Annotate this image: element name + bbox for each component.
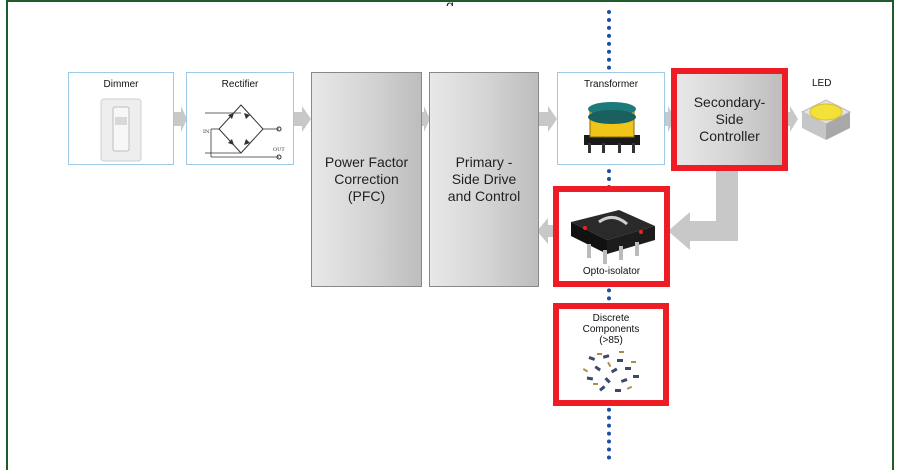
opto-isolator-highlight: Opto-isolator [553, 186, 670, 287]
rectifier-label: Rectifier [221, 79, 259, 90]
rectifier-in-label: IN [203, 129, 210, 135]
led-icon [800, 99, 852, 140]
transformer-label: Transformer [583, 79, 639, 90]
arrow-secondary-opto [668, 168, 738, 250]
pfc-line2: Correction [334, 171, 399, 187]
primary-line2: Side Drive [451, 171, 517, 187]
pfc-line3: (PFC) [347, 188, 386, 204]
discrete-components-label: Discrete Components (>85) [559, 313, 663, 346]
discrete-line3: (>85) [599, 335, 623, 346]
discrete-components-icon [582, 351, 639, 392]
dimmer-block: Dimmer [68, 72, 174, 165]
arrow-primary-transformer [538, 106, 557, 132]
dimmer-switch-icon [100, 98, 142, 162]
rectifier-out-label: OUT [273, 147, 285, 153]
opto-isolator-chip-icon [571, 210, 655, 264]
discrete-line1: Discrete [592, 313, 630, 324]
transformer-icon [584, 102, 640, 153]
pfc-line1: Power Factor [324, 154, 409, 170]
clipped-title: g [0, 0, 900, 6]
arrow-pfc-primary [420, 106, 430, 132]
secondary-controller-highlight: Secondary- Side Controller [671, 68, 788, 171]
rectifier-block: Rectifier IN OUT [186, 72, 294, 165]
pfc-block: Power Factor Correction (PFC) [311, 72, 422, 287]
bridge-rectifier-icon: IN OUT [203, 104, 285, 160]
arrow-transformer-secondary [665, 106, 675, 132]
secondary-line2: Side [715, 111, 744, 127]
primary-line1: Primary - [455, 154, 513, 170]
secondary-line1: Secondary- [693, 94, 766, 110]
arrow-rectifier-pfc [293, 106, 311, 132]
arrow-secondary-led [785, 106, 798, 132]
secondary-line3: Controller [699, 128, 760, 144]
flow-arrows [173, 106, 798, 250]
transformer-block: Transformer [557, 72, 665, 165]
primary-line3: and Control [447, 188, 521, 204]
led-label: LED [812, 78, 832, 89]
discrete-line2: Components [582, 324, 640, 335]
opto-isolator-label: Opto-isolator [582, 266, 641, 277]
arrow-dimmer-rectifier [173, 106, 187, 132]
dimmer-label: Dimmer [103, 79, 139, 90]
arrow-opto-primary [537, 218, 553, 244]
discrete-components-highlight: Discrete Components (>85) [553, 303, 669, 406]
primary-side-block: Primary - Side Drive and Control [429, 72, 539, 287]
diagram-frame [6, 0, 894, 470]
secondary-controller-block: Secondary- Side Controller [677, 74, 782, 165]
